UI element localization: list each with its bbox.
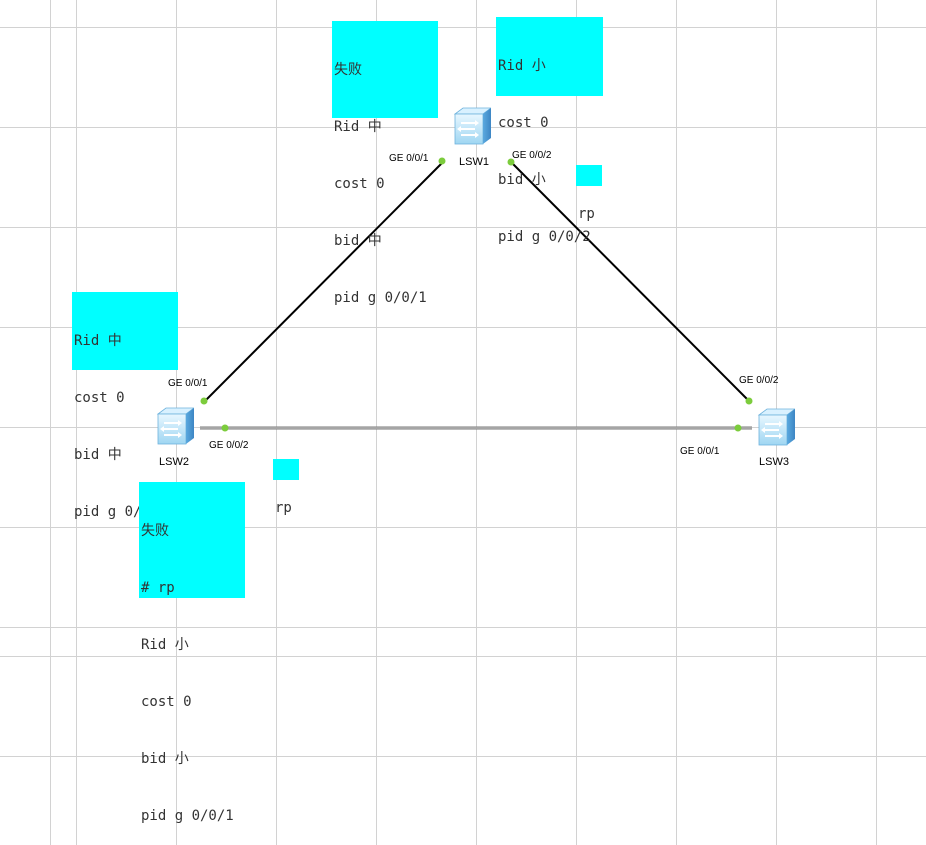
note-lsw2-lower[interactable]: 失败 # rp Rid 小 cost 0 bid 小 pid g 0/0/1 bbox=[139, 482, 245, 824]
device-label-lsw1: LSW1 bbox=[459, 156, 489, 168]
note-line: 失败 bbox=[334, 62, 362, 78]
note-line: Rid 中 bbox=[334, 119, 382, 135]
port-label-lsw2-g002: GE 0/0/2 bbox=[209, 440, 249, 451]
note-line: pid g 0/0/1 bbox=[334, 290, 427, 306]
port-dot-lsw2-g001[interactable] bbox=[200, 397, 208, 405]
note-line: bid 小 bbox=[498, 172, 546, 188]
note-line: pid g 0/0/1 bbox=[141, 808, 234, 824]
port-dot-lsw1-g001[interactable] bbox=[438, 157, 446, 165]
note-line: cost 0 bbox=[141, 694, 192, 710]
note-line: Rid 小 bbox=[141, 637, 189, 653]
link-lsw1-lsw3[interactable] bbox=[510, 161, 750, 402]
port-dot-lsw2-g002[interactable] bbox=[221, 424, 229, 432]
port-label-lsw1-g002: GE 0/0/2 bbox=[512, 150, 552, 161]
switch-icon-lsw1[interactable] bbox=[451, 106, 491, 146]
device-label-lsw2: LSW2 bbox=[159, 456, 189, 468]
switch-icon-lsw3[interactable] bbox=[755, 407, 795, 447]
port-label-lsw2-g001: GE 0/0/1 bbox=[168, 378, 208, 389]
note-lsw2-upper[interactable]: Rid 中 cost 0 bid 中 pid g 0/0/1 bbox=[72, 292, 178, 520]
topology-canvas bbox=[200, 157, 753, 432]
note-line: Rid 中 bbox=[74, 333, 122, 349]
note-line: pid g 0/0/2 bbox=[498, 229, 591, 245]
port-dot-lsw1-g002[interactable] bbox=[507, 158, 515, 166]
device-label-lsw3: LSW3 bbox=[759, 456, 789, 468]
note-line: cost 0 bbox=[74, 390, 125, 406]
port-label-lsw3-g001: GE 0/0/1 bbox=[680, 446, 720, 457]
note-line: rp bbox=[578, 206, 595, 222]
note-line: 失败 bbox=[141, 523, 169, 539]
port-dot-lsw3-g002[interactable] bbox=[745, 397, 753, 405]
note-line: bid 中 bbox=[74, 447, 122, 463]
note-line: cost 0 bbox=[334, 176, 385, 192]
port-dot-lsw3-g001[interactable] bbox=[734, 424, 742, 432]
note-line: cost 0 bbox=[498, 115, 549, 131]
port-label-lsw3-g002: GE 0/0/2 bbox=[739, 375, 779, 386]
note-lsw1-port2-role[interactable]: rp bbox=[576, 165, 602, 222]
switch-icon-lsw2[interactable] bbox=[154, 406, 194, 446]
note-lsw1-right[interactable]: Rid 小 cost 0 bid 小 pid g 0/0/2 bbox=[496, 17, 603, 245]
note-line: bid 中 bbox=[334, 233, 382, 249]
note-lsw1-left[interactable]: 失败 Rid 中 cost 0 bid 中 pid g 0/0/1 bbox=[332, 21, 438, 306]
link-lsw1-lsw2[interactable] bbox=[203, 161, 444, 403]
note-line: bid 小 bbox=[141, 751, 189, 767]
port-label-lsw1-g001: GE 0/0/1 bbox=[389, 153, 429, 164]
note-line: rp bbox=[275, 500, 292, 516]
note-lsw2-port2-role[interactable]: rp bbox=[273, 459, 299, 516]
note-line: Rid 小 bbox=[498, 58, 546, 74]
note-line: # rp bbox=[141, 580, 175, 596]
